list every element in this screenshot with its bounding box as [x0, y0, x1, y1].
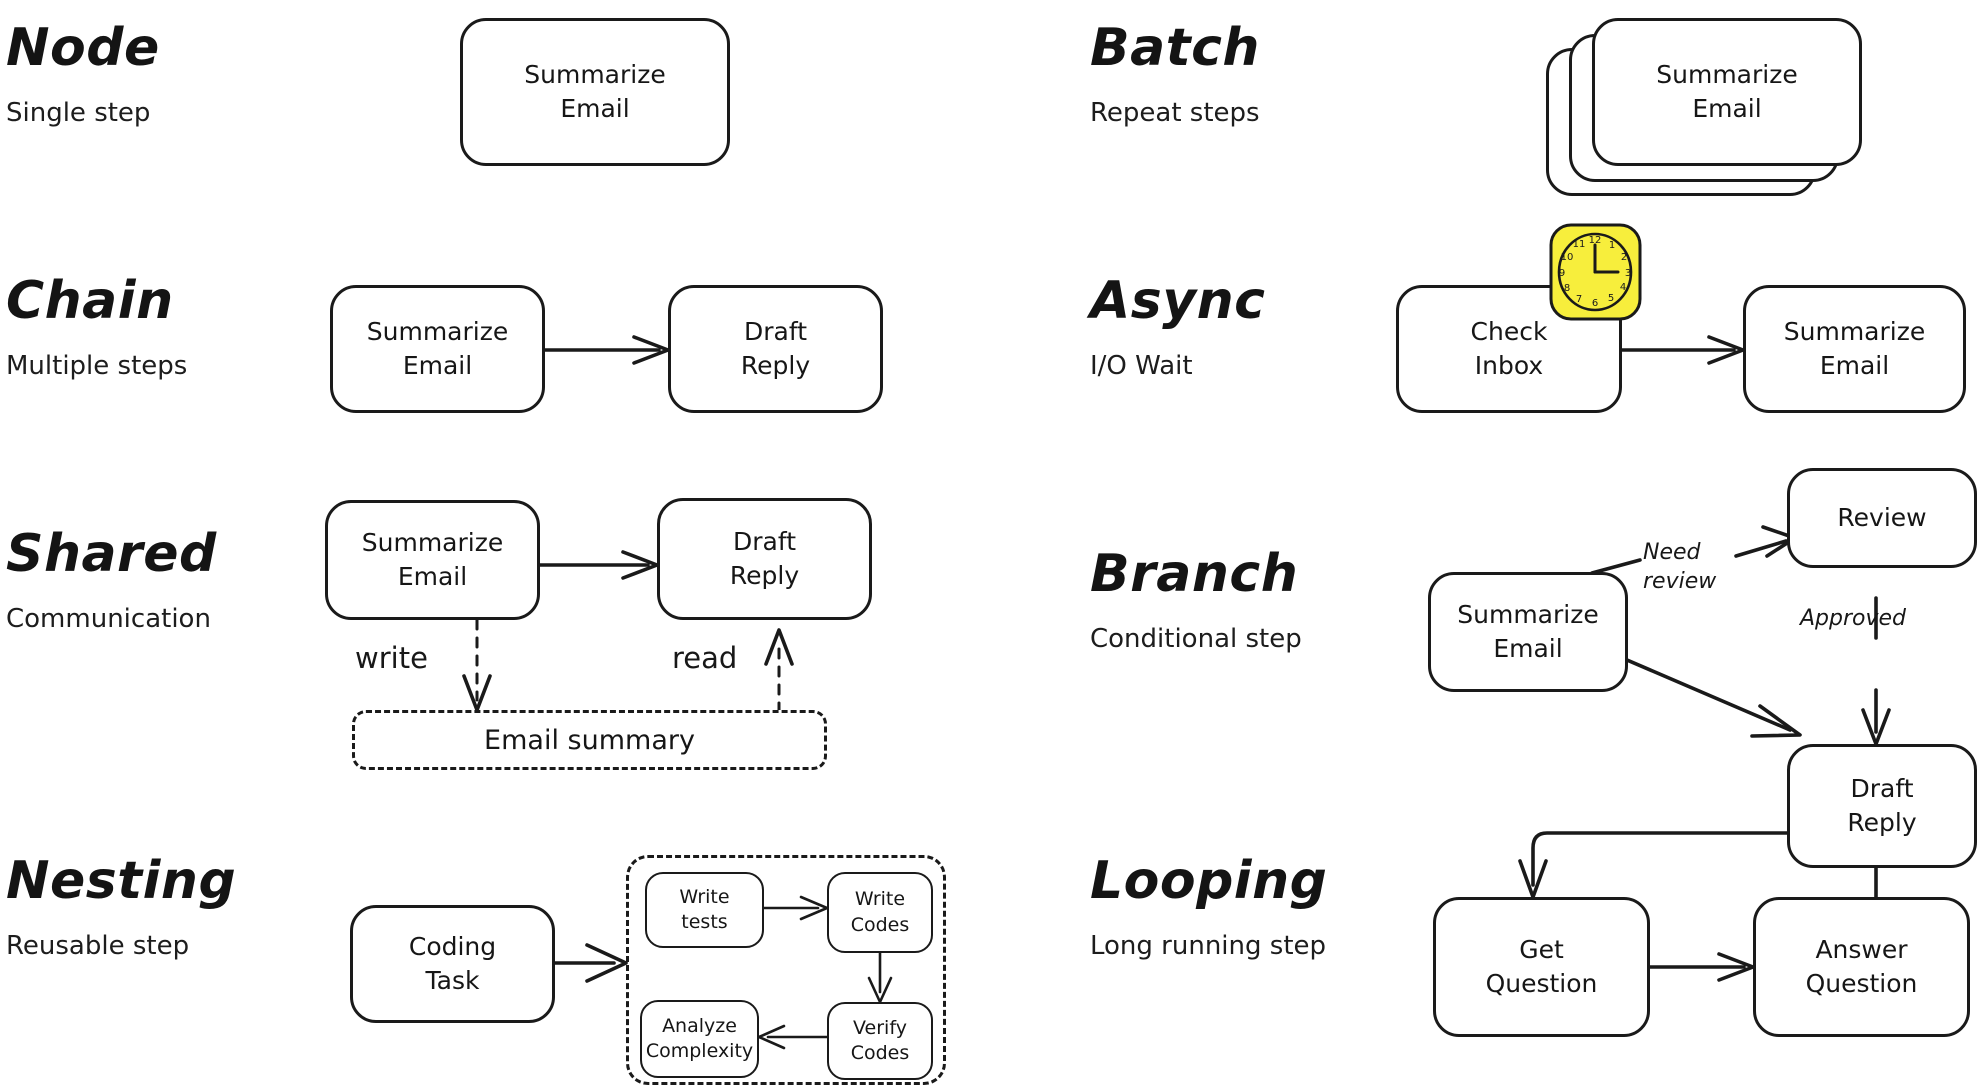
svg-text:8: 8 — [1564, 283, 1570, 294]
branch-draft-reply[interactable]: Draft Reply — [1787, 744, 1977, 868]
pattern-subtitle-async: I/O Wait — [1090, 351, 1193, 381]
svg-text:9: 9 — [1559, 268, 1565, 279]
arrowhead-nesting-entry — [585, 943, 628, 983]
pattern-label-chain: Chain Multiple steps — [6, 275, 187, 379]
arrowhead-shared-write — [462, 674, 492, 712]
pattern-label-batch: Batch Repeat steps — [1090, 22, 1260, 126]
pattern-label-async: Async I/O Wait — [1090, 275, 1265, 379]
async-check-inbox[interactable]: Check Inbox — [1396, 285, 1622, 413]
pattern-subtitle-nesting: Reusable step — [6, 931, 190, 961]
node-summarize-email[interactable]: Summarize Email — [460, 18, 730, 166]
nesting-coding-task[interactable]: Coding Task — [350, 905, 555, 1023]
svg-text:1: 1 — [1609, 240, 1615, 251]
svg-text:11: 11 — [1573, 239, 1586, 250]
pattern-label-node: Node Single step — [6, 22, 160, 126]
branch-review[interactable]: Review — [1787, 468, 1977, 568]
chain-summarize-email[interactable]: Summarize Email — [330, 285, 545, 413]
shared-summarize-email[interactable]: Summarize Email — [325, 500, 540, 620]
edge-label-approved: Approved — [1800, 606, 1907, 631]
shared-store[interactable]: Email summary — [352, 710, 827, 770]
nesting-write-codes[interactable]: Write Codes — [827, 872, 933, 953]
svg-text:5: 5 — [1608, 293, 1614, 304]
clock-icon: 12 1 2 3 4 5 6 7 8 9 10 11 — [1548, 222, 1643, 322]
edge-label-need-review: Need review — [1643, 540, 1717, 594]
looping-answer-question[interactable]: Answer Question — [1753, 897, 1970, 1037]
pattern-title-looping: Looping — [1090, 851, 1328, 911]
arrowhead-branch-approved — [1861, 708, 1891, 746]
svg-text:2: 2 — [1621, 252, 1627, 263]
pattern-label-branch: Branch Conditional step — [1090, 548, 1302, 652]
pattern-subtitle-node: Single step — [6, 98, 151, 128]
arrowhead-shared-read — [764, 628, 794, 666]
nesting-write-tests[interactable]: Write tests — [645, 872, 764, 948]
pattern-label-shared: Shared Communication — [6, 528, 217, 632]
arrowhead-looping-forward — [1717, 952, 1755, 982]
nesting-verify-codes[interactable]: Verify Codes — [827, 1002, 933, 1080]
chain-draft-reply[interactable]: Draft Reply — [668, 285, 883, 413]
edge-label-write: write — [355, 641, 428, 675]
shared-draft-reply[interactable]: Draft Reply — [657, 498, 872, 620]
arrowhead-looping-back — [1518, 859, 1548, 899]
svg-text:6: 6 — [1592, 298, 1598, 309]
nesting-analyze-complexity[interactable]: Analyze Complexity — [640, 1000, 759, 1078]
async-summarize-email[interactable]: Summarize Email — [1743, 285, 1966, 413]
svg-text:12: 12 — [1589, 235, 1602, 246]
arrowhead-chain-main — [632, 335, 670, 365]
pattern-subtitle-batch: Repeat steps — [1090, 98, 1260, 128]
pattern-title-chain: Chain — [6, 271, 174, 331]
pattern-title-nesting: Nesting — [6, 851, 237, 911]
pattern-title-async: Async — [1090, 271, 1266, 331]
pattern-label-nesting: Nesting Reusable step — [6, 855, 236, 959]
edge-branch-need-review — [1734, 539, 1788, 558]
svg-text:3: 3 — [1625, 268, 1631, 279]
pattern-subtitle-branch: Conditional step — [1090, 624, 1302, 654]
svg-text:10: 10 — [1561, 252, 1574, 263]
pattern-subtitle-looping: Long running step — [1090, 931, 1327, 961]
batch-summarize-email[interactable]: Summarize Email — [1592, 18, 1862, 166]
svg-text:4: 4 — [1620, 282, 1626, 293]
pattern-subtitle-shared: Communication — [6, 604, 211, 634]
looping-get-question[interactable]: Get Question — [1433, 897, 1650, 1037]
arrowhead-branch-direct — [1750, 704, 1802, 738]
arrowhead-async-main — [1707, 335, 1745, 365]
pattern-title-batch: Batch — [1090, 18, 1260, 78]
pattern-label-looping: Looping Long running step — [1090, 855, 1327, 959]
pattern-title-branch: Branch — [1090, 544, 1299, 604]
pattern-title-shared: Shared — [6, 524, 217, 584]
branch-summarize-email[interactable]: Summarize Email — [1428, 572, 1628, 692]
edge-label-read: read — [672, 641, 738, 675]
svg-text:7: 7 — [1576, 294, 1582, 305]
pattern-title-node: Node — [6, 18, 160, 78]
pattern-subtitle-chain: Multiple steps — [6, 351, 188, 381]
arrowhead-shared-main — [621, 550, 659, 580]
